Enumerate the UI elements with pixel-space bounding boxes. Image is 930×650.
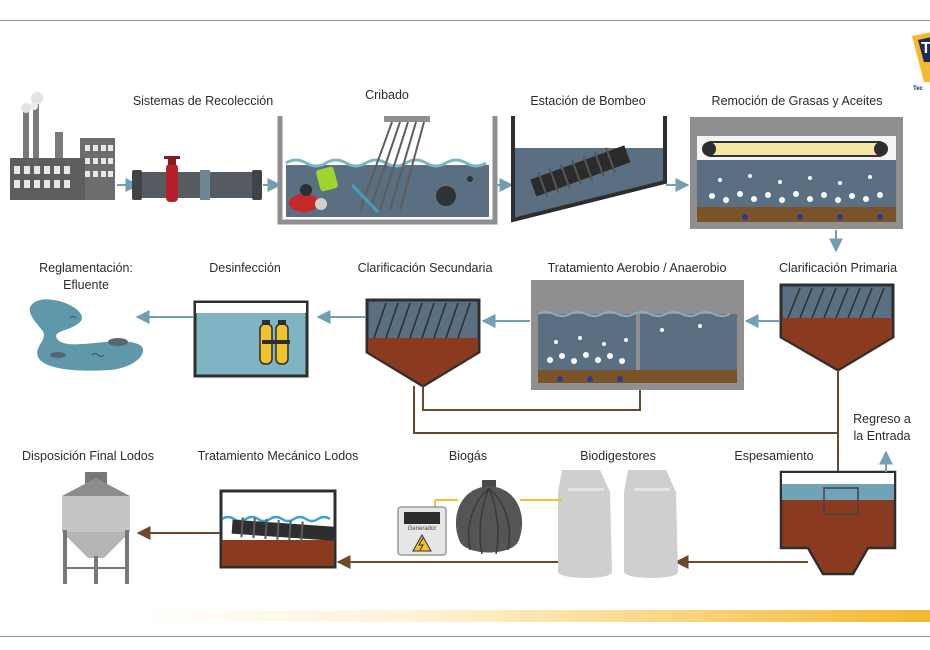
top-rule: [0, 20, 930, 21]
biological-tank: [531, 280, 744, 390]
label-biological: Tratamiento Aerobio / Anaerobio: [547, 261, 727, 275]
collection-pipe-icon: [132, 156, 262, 202]
company-logo: [912, 32, 930, 82]
label-primary: Clarificación Primaria: [778, 261, 898, 275]
label-pumping: Estación de Bombeo: [530, 94, 646, 108]
label-secondary: Clarificación Secundaria: [357, 261, 493, 275]
factory-icon: [10, 92, 115, 200]
secondary-clarifier: [365, 298, 481, 388]
logo-text: Tec: [913, 86, 923, 92]
ras-line-1: [422, 386, 641, 411]
generator-label: Generador: [407, 526, 437, 532]
label-return-line2: la Entrada: [853, 429, 911, 443]
sludge-silo-icon: [62, 472, 130, 584]
primary-clarifier: [779, 283, 895, 372]
label-mechanical: Tratamiento Mecánico Lodos: [197, 449, 359, 463]
logo-letter: T: [921, 40, 930, 57]
pumping-station: [511, 116, 667, 223]
label-return-line1: Regreso a: [853, 412, 911, 426]
accent-bar: [140, 610, 930, 622]
ras-line-2: [413, 370, 839, 434]
label-thickening: Espesamiento: [734, 449, 814, 463]
label-disinfection: Desinfección: [209, 261, 281, 275]
mechanical-sludge-unit: [219, 489, 337, 569]
disinfection-tank: [193, 300, 309, 378]
label-screening: Cribado: [365, 88, 409, 102]
biodigester-tanks: [558, 470, 678, 578]
biogas-holder-icon: [455, 480, 523, 555]
effluent-water-icon: [29, 299, 144, 371]
label-collection: Sistemas de Recolección: [132, 94, 274, 108]
label-biogas: Biogás: [448, 449, 488, 463]
label-digesters: Biodigestores: [580, 449, 656, 463]
generator-icon: [397, 506, 447, 556]
label-grease: Remoción de Grasas y Aceites: [711, 94, 883, 108]
label-regulation-line2: Efluente: [63, 278, 109, 292]
label-final: Disposición Final Lodos: [21, 449, 155, 463]
grease-removal-tank: [690, 117, 903, 229]
screening-tank: [277, 116, 498, 225]
bottom-rule: [0, 636, 930, 637]
label-regulation-line1: Reglamentación:: [39, 261, 133, 275]
thickener-tank: [779, 470, 897, 576]
